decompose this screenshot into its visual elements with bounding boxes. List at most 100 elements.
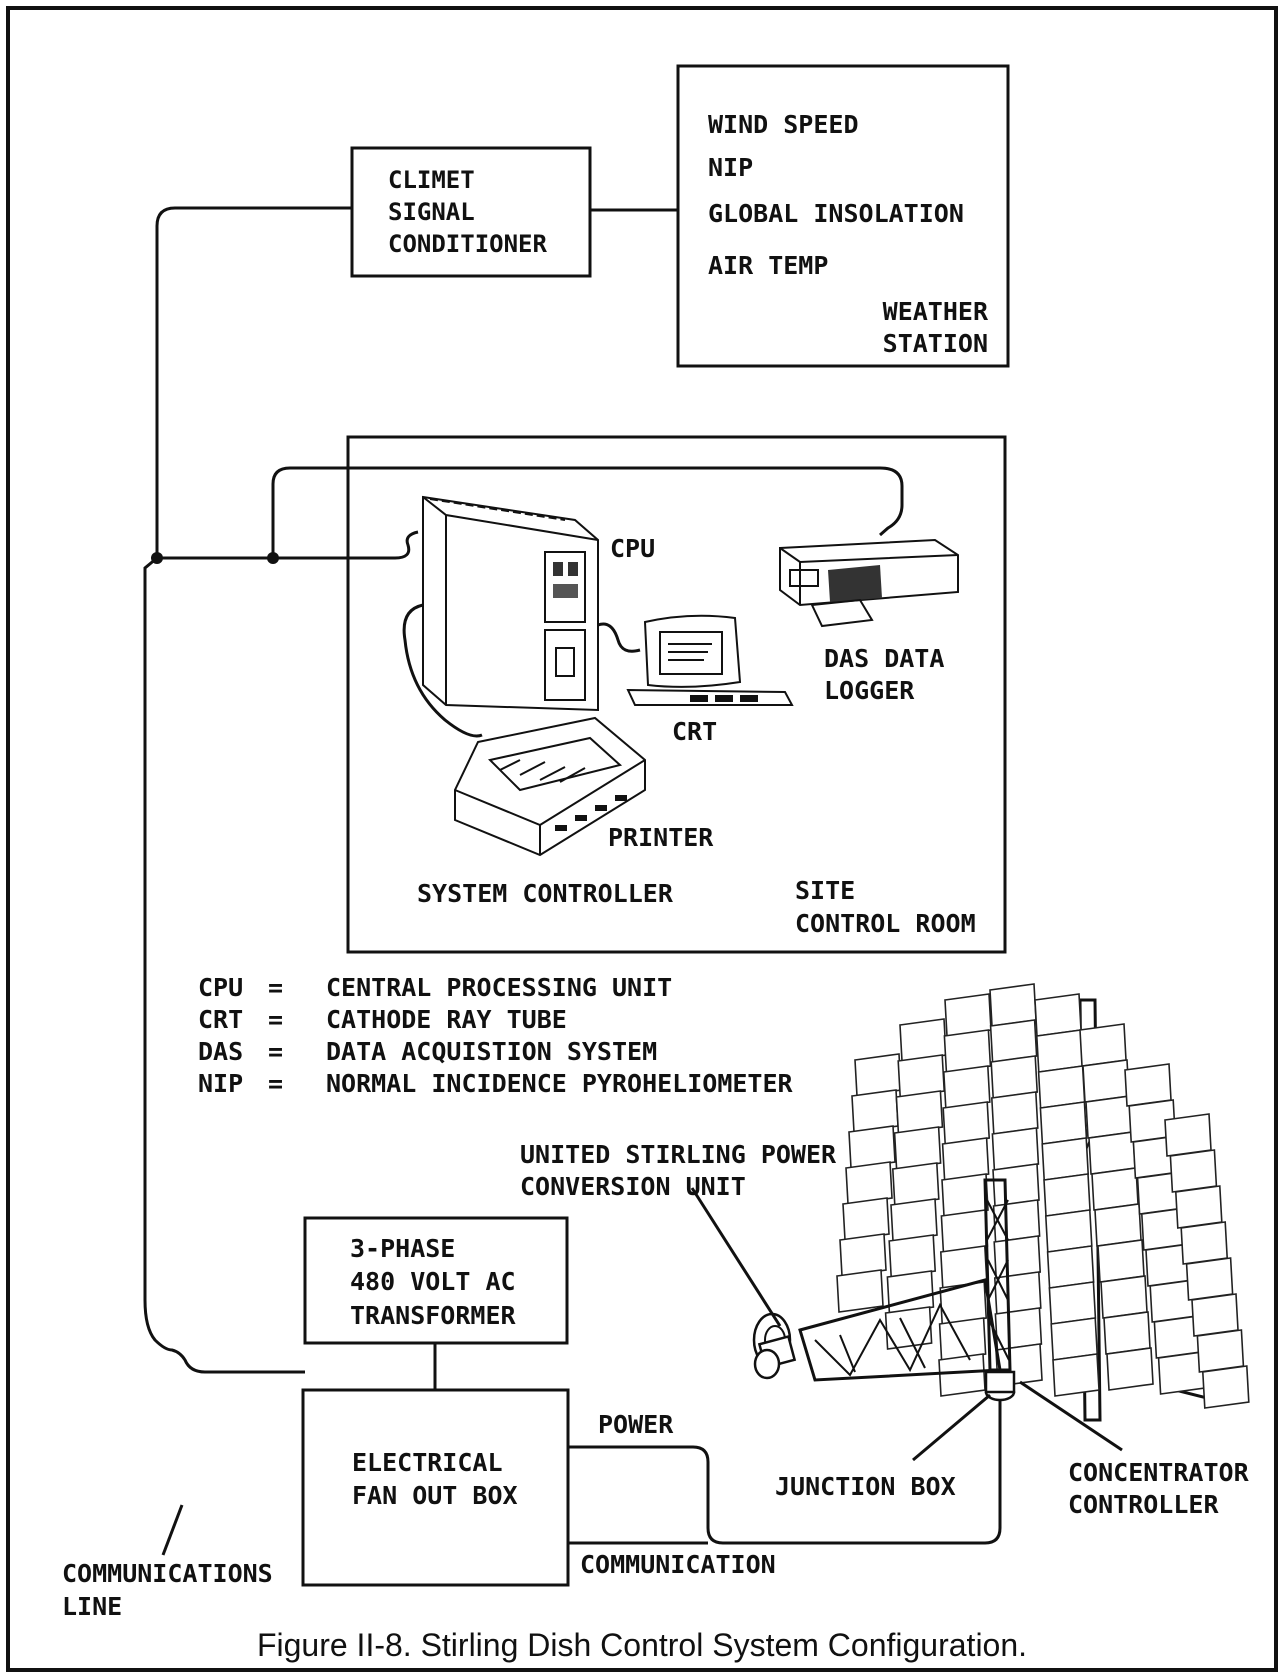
mirror-facet bbox=[938, 1353, 986, 1397]
fanout-line2: FAN OUT BOX bbox=[352, 1481, 518, 1510]
mirror-facet bbox=[1100, 1275, 1148, 1319]
mirror-facet bbox=[944, 993, 992, 1037]
transformer-line3: TRANSFORMER bbox=[350, 1301, 517, 1330]
mirror-facet bbox=[940, 1209, 989, 1253]
mirror-facet bbox=[1043, 1173, 1091, 1217]
mirror-facet bbox=[1097, 1239, 1145, 1283]
mirror-facet bbox=[1046, 1245, 1095, 1289]
cable-cpu-printer bbox=[402, 603, 483, 738]
weather-station-box: WIND SPEED NIP GLOBAL INSOLATION AIR TEM… bbox=[676, 64, 1010, 368]
mirror-facet bbox=[989, 983, 1037, 1027]
mirror-facet bbox=[891, 1162, 940, 1206]
cpu-tower-illustration bbox=[422, 495, 599, 712]
mirror-facet bbox=[1157, 1351, 1206, 1395]
mirror-facet bbox=[1082, 1059, 1130, 1103]
mirror-facet bbox=[1201, 1365, 1250, 1409]
mirror-facet bbox=[1169, 1149, 1218, 1193]
mirror-facet bbox=[1079, 1023, 1127, 1067]
communications-line-lower bbox=[143, 556, 305, 1374]
transformer-line2: 480 VOLT AC bbox=[350, 1267, 516, 1296]
mirror-facet bbox=[1103, 1311, 1151, 1355]
power-label: POWER bbox=[598, 1410, 674, 1439]
mirror-facet bbox=[992, 1199, 1041, 1243]
transformer-line1: 3-PHASE bbox=[350, 1234, 455, 1263]
legend-abbr: CRT bbox=[198, 1005, 243, 1034]
climet-line1: CLIMET bbox=[388, 166, 475, 194]
mirror-facet bbox=[989, 1019, 1038, 1063]
pcu-callout-line bbox=[690, 1187, 782, 1327]
mirror-facet bbox=[893, 1126, 942, 1170]
pcu-label1: UNITED STIRLING POWER bbox=[520, 1140, 837, 1169]
mirror-facet bbox=[890, 1198, 938, 1242]
concentrator-callout-line bbox=[1019, 1380, 1123, 1452]
pcu-label2: CONVERSION UNIT bbox=[520, 1172, 746, 1201]
legend-abbr: DAS bbox=[198, 1037, 243, 1066]
mirror-facet bbox=[845, 1161, 893, 1205]
weather-item: AIR TEMP bbox=[708, 251, 828, 280]
legend-text: DATA ACQUISTION SYSTEM bbox=[326, 1037, 657, 1066]
comm-line-label1: COMMUNICATIONS bbox=[62, 1559, 273, 1588]
printer-label: PRINTER bbox=[608, 823, 714, 852]
legend-eq: = bbox=[268, 1005, 283, 1034]
mirror-facet bbox=[1035, 1029, 1084, 1073]
mirror-facet bbox=[1088, 1131, 1136, 1175]
transformer-box: 3-PHASE 480 VOLT AC TRANSFORMER bbox=[303, 1216, 569, 1345]
mirror-facet bbox=[1085, 1095, 1133, 1139]
mirror-facet bbox=[1052, 1353, 1100, 1397]
mirror-facet bbox=[1180, 1221, 1229, 1265]
mirror-facet bbox=[839, 1233, 887, 1277]
mirror-facet bbox=[990, 1055, 1039, 1099]
mirror-facet bbox=[1050, 1317, 1099, 1361]
legend-eq: = bbox=[268, 1037, 283, 1066]
mirror-facet bbox=[941, 1173, 989, 1217]
climet-line3: CONDITIONER bbox=[388, 230, 547, 258]
comm-line-callout bbox=[161, 1504, 184, 1556]
mirror-facet bbox=[1124, 1063, 1172, 1107]
mirror-facet bbox=[943, 1029, 992, 1073]
mirror-facet bbox=[1034, 993, 1082, 1037]
legend-text: CENTRAL PROCESSING UNIT bbox=[326, 973, 672, 1002]
cable-to-data-logger bbox=[271, 466, 904, 558]
mirror-facet bbox=[836, 1269, 884, 1313]
mirror-facet bbox=[1164, 1113, 1212, 1157]
legend-abbr: CPU bbox=[198, 973, 243, 1002]
legend-eq: = bbox=[268, 1069, 283, 1098]
mirror-facet bbox=[1191, 1293, 1239, 1337]
mirror-facet-array bbox=[836, 983, 1250, 1409]
weather-item: WIND SPEED bbox=[708, 110, 859, 139]
stirling-dish-illustration bbox=[752, 983, 1250, 1422]
climet-line2: SIGNAL bbox=[388, 198, 475, 226]
mirror-facet bbox=[1185, 1257, 1234, 1301]
mirror-facet bbox=[888, 1234, 937, 1278]
abbreviation-legend: CPU = CENTRAL PROCESSING UNIT CRT = CATH… bbox=[198, 973, 794, 1098]
printer-illustration bbox=[454, 716, 646, 857]
power-line bbox=[568, 1380, 1002, 1545]
mirror-facet bbox=[848, 1125, 896, 1169]
weather-station-label1: WEATHER bbox=[883, 297, 989, 326]
junction-callout-line bbox=[912, 1393, 991, 1462]
fanout-line1: ELECTRICAL bbox=[352, 1448, 503, 1477]
mirror-facet bbox=[1048, 1281, 1097, 1325]
system-controller-label: SYSTEM CONTROLLER bbox=[417, 879, 674, 908]
concentrator-label2: CONTROLLER bbox=[1068, 1490, 1219, 1519]
mirror-facet bbox=[992, 1163, 1040, 1207]
cpu-label: CPU bbox=[610, 534, 655, 563]
mirror-facet bbox=[1041, 1137, 1090, 1181]
mirror-facet bbox=[1196, 1329, 1245, 1373]
mirror-facet bbox=[1091, 1167, 1139, 1211]
communication-label: COMMUNICATION bbox=[580, 1550, 776, 1579]
communications-line-upper bbox=[155, 206, 352, 558]
mirror-facet bbox=[884, 1306, 933, 1350]
mirror-facet bbox=[941, 1137, 990, 1181]
comm-line-label2: LINE bbox=[62, 1592, 122, 1621]
das-label1: DAS DATA bbox=[824, 644, 944, 673]
mirror-facet bbox=[938, 1317, 987, 1361]
electrical-fan-out-box: ELECTRICAL FAN OUT BOX bbox=[301, 1388, 570, 1587]
crt-terminal-illustration bbox=[626, 614, 794, 706]
mirror-facet bbox=[1037, 1065, 1086, 1109]
mirror-facet bbox=[994, 1307, 1043, 1351]
mirror-facet bbox=[842, 1197, 890, 1241]
cable-cpu-crt bbox=[597, 622, 641, 653]
mirror-facet bbox=[895, 1090, 944, 1134]
